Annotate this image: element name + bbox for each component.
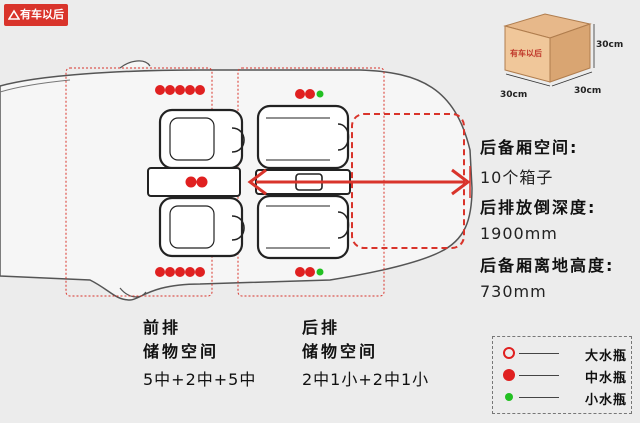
front-storage-zone (65, 67, 213, 297)
box-width-label: 30cm (500, 90, 528, 100)
bottle-legend: 大水瓶 中水瓶 小水瓶 (492, 336, 632, 414)
medium-bottle (185, 176, 197, 188)
medium-bottle (185, 267, 195, 277)
legend-label: 中水瓶 (584, 371, 627, 386)
legend-row-medium: 中水瓶 (493, 365, 633, 386)
medium-bottle (165, 267, 175, 277)
medium-bottle (195, 85, 205, 95)
medium-bottle-icon (503, 369, 515, 381)
rear-storage-text: 后排 储物空间 2中1小+2中1小 (302, 316, 429, 394)
legend-line (519, 397, 559, 398)
box-logo-label: 有车以后 (510, 49, 542, 58)
front-storage-value: 5中+2中+5中 (143, 370, 257, 389)
rear-left-seat (256, 104, 350, 170)
spec-value: 1900mm (480, 224, 558, 243)
hood-line (0, 79, 71, 93)
medium-bottle (196, 176, 208, 188)
brand-logo: 有车以后 (4, 4, 68, 26)
box-height-label: 30cm (596, 40, 624, 50)
medium-bottle (175, 267, 185, 277)
legend-row-large: 大水瓶 (493, 343, 633, 364)
medium-bottle (175, 85, 185, 95)
car-logo-icon (8, 9, 20, 20)
rear-storage-title-line2: 储物空间 (302, 342, 379, 361)
spec-value: 10个箱子 (480, 168, 554, 187)
legend-label: 大水瓶 (584, 349, 627, 364)
medium-bottle (155, 85, 165, 95)
spec-value: 730mm (480, 282, 547, 301)
medium-bottle (165, 85, 175, 95)
rear-bottom-bottles (295, 267, 324, 277)
mirror-left (119, 60, 151, 69)
spec-label: 后备厢空间: (480, 138, 579, 157)
small-bottle-icon (505, 393, 513, 401)
trunk-space-spec: 后备厢空间: 10个箱子 (480, 134, 578, 188)
front-left-seat (158, 108, 245, 170)
large-bottle-icon (503, 347, 515, 359)
front-storage-title-line2: 储物空间 (143, 342, 220, 361)
rear-top-bottles (295, 89, 324, 99)
spec-label: 后备厢离地高度: (480, 256, 615, 275)
spec-label: 后排放倒深度: (480, 198, 597, 217)
front-right-seat (158, 196, 245, 258)
front-bottom-bottles (155, 267, 205, 277)
rear-storage-value: 2中1小+2中1小 (302, 370, 430, 389)
medium-bottle (185, 85, 195, 95)
medium-bottle (295, 89, 305, 99)
front-storage-title-line1: 前排 (143, 318, 182, 337)
medium-bottle (305, 89, 315, 99)
medium-bottle (155, 267, 165, 277)
box-dim-line (505, 73, 551, 87)
medium-bottle (295, 267, 305, 277)
depth-arrow (247, 166, 471, 198)
front-storage-text: 前排 储物空间 5中+2中+5中 (143, 316, 256, 394)
fold-depth-spec: 后排放倒深度: 1900mm (480, 194, 596, 243)
small-bottle (316, 268, 324, 276)
small-bottle (316, 90, 324, 98)
legend-label: 小水瓶 (584, 393, 627, 408)
trunk-height-spec: 后备厢离地高度: 730mm (480, 252, 614, 301)
box-depth-label: 30cm (574, 86, 602, 96)
legend-line (519, 353, 559, 354)
legend-line (519, 375, 559, 376)
rear-right-seat (256, 194, 350, 260)
rear-storage-title-line1: 后排 (302, 318, 341, 337)
logo-text: 有车以后 (20, 8, 64, 21)
mirror-right (119, 287, 147, 298)
legend-row-small: 小水瓶 (493, 387, 633, 408)
front-top-bottles (155, 85, 205, 95)
box-dim-line (551, 71, 593, 87)
medium-bottle (305, 267, 315, 277)
cardboard-box-illustration (503, 13, 592, 83)
front-console-bottles (185, 176, 208, 188)
medium-bottle (195, 267, 205, 277)
